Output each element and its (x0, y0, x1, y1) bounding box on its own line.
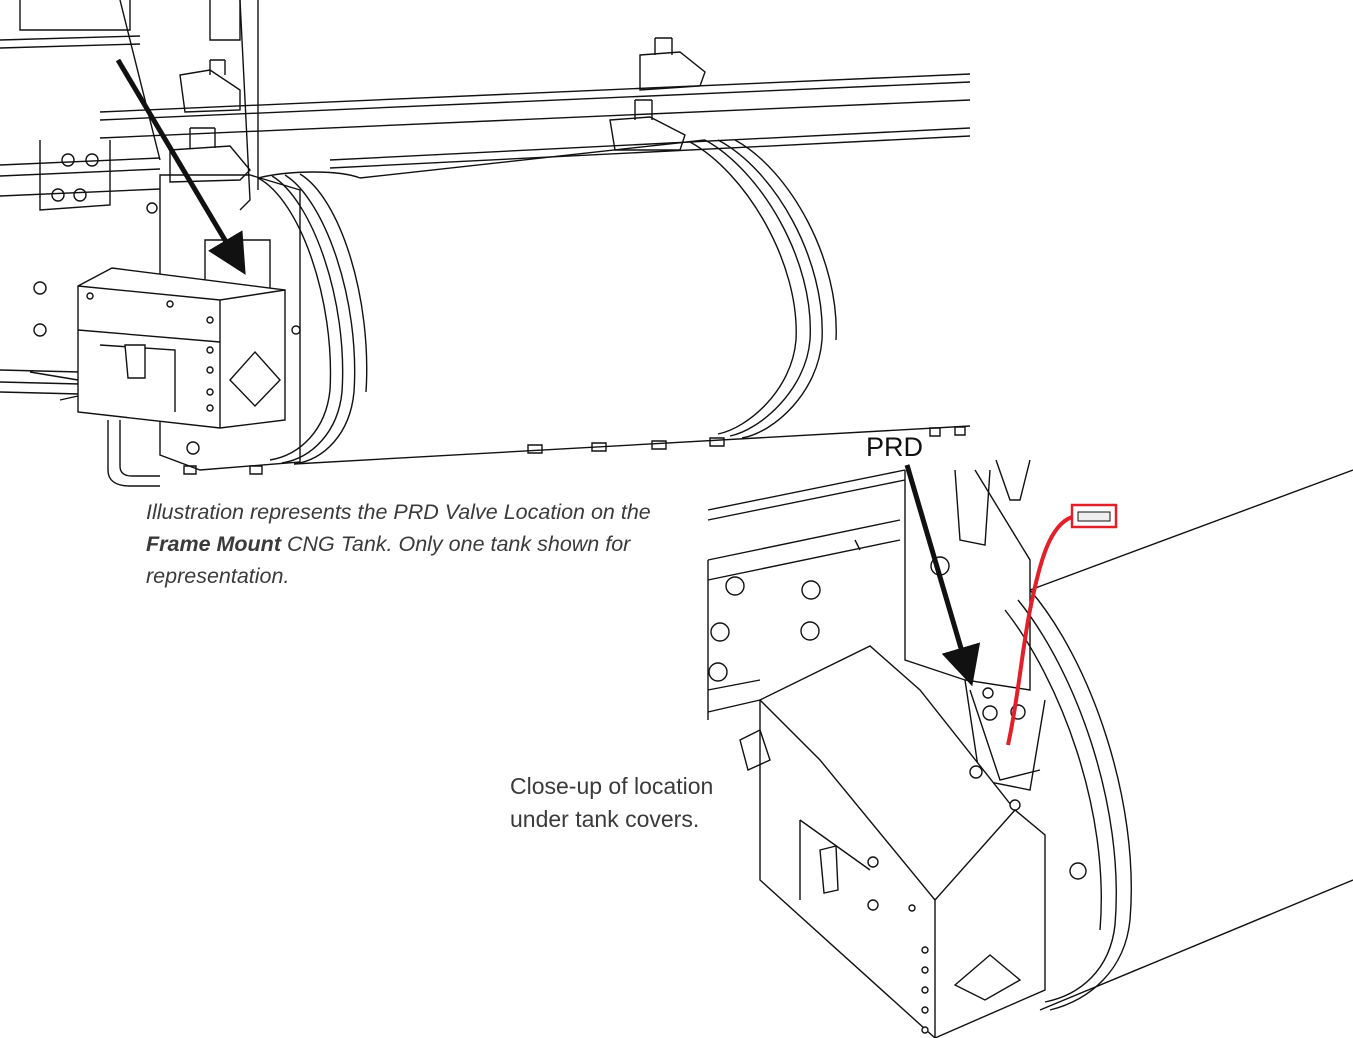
main-caption-suffix: CNG Tank. Only one tank shown for repres… (146, 532, 631, 588)
tank-cover-box (77, 267, 286, 429)
closeup-illustration (707, 459, 1353, 1038)
frame-bracket (33, 140, 158, 337)
prd-vent-line (1006, 515, 1073, 746)
hose (29, 371, 160, 487)
strap-clamps (169, 37, 706, 183)
closeup-frame-rails (707, 469, 906, 720)
main-caption-bold: Frame Mount (146, 532, 281, 556)
closeup-caption: Close-up of location under tank covers. (510, 773, 714, 832)
prd-vent-cap-inner (1077, 511, 1111, 522)
closeup-cover-box (759, 645, 1046, 1038)
cng-tank (257, 139, 971, 465)
closeup-fittings (739, 539, 1026, 779)
prd-arrow-closeup (904, 464, 981, 687)
closeup-bracket-plate (904, 459, 1046, 791)
upper-bracket (19, 0, 259, 211)
closeup-tank (1004, 469, 1353, 1011)
prd-arrow-main (115, 58, 246, 275)
strap-bolts (183, 426, 966, 475)
main-caption-prefix: Illustration represents the PRD Valve Lo… (146, 500, 651, 524)
main-caption: Illustration represents the PRD Valve Lo… (146, 496, 666, 592)
main-illustration (0, 0, 971, 487)
prd-label: PRD (866, 432, 924, 462)
